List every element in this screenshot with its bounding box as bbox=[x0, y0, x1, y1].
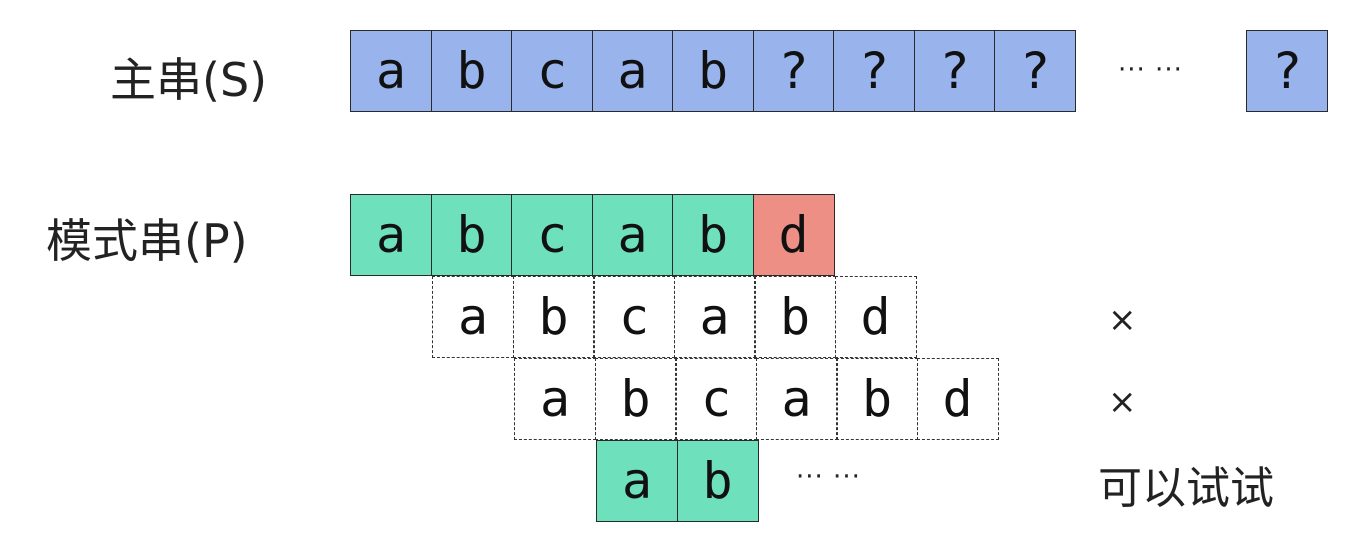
pattern-cell-matched: b bbox=[430, 194, 513, 276]
main-cell: b bbox=[672, 30, 754, 112]
main-cell: ? bbox=[752, 30, 835, 112]
shift-3-cell: b bbox=[676, 440, 759, 522]
shift-1-cell: a bbox=[432, 276, 514, 358]
shift-1-fail-mark: × bbox=[1108, 300, 1137, 340]
main-cell: a bbox=[350, 30, 432, 112]
shift-3-cell: a bbox=[596, 440, 678, 522]
shift-3-row: a b bbox=[596, 440, 759, 522]
main-string-row: a b c a b ? ? ? ? bbox=[350, 30, 1076, 112]
main-string-last: ? bbox=[1246, 30, 1328, 112]
shift-1-cell: a bbox=[673, 276, 756, 358]
main-cell: c bbox=[511, 30, 593, 112]
main-cell: ? bbox=[913, 30, 996, 112]
shift-1-cell: b bbox=[754, 276, 836, 358]
main-string-ellipsis: ··· ··· bbox=[1118, 55, 1183, 85]
shift-1-row: a b c a b d bbox=[432, 276, 917, 358]
main-string-label: 主串(S) bbox=[110, 53, 268, 107]
main-cell-last: ? bbox=[1246, 30, 1328, 112]
shift-1-cell: c bbox=[593, 276, 675, 358]
main-cell: ? bbox=[833, 30, 915, 112]
shift-2-cell: d bbox=[916, 358, 999, 440]
shift-1-cell: b bbox=[512, 276, 595, 358]
main-cell: b bbox=[430, 30, 513, 112]
main-cell: a bbox=[591, 30, 674, 112]
shift-3-ellipsis: ··· ··· bbox=[796, 462, 861, 492]
pattern-cell-matched: a bbox=[350, 194, 432, 276]
shift-2-fail-mark: × bbox=[1108, 382, 1137, 422]
shift-2-cell: a bbox=[514, 358, 596, 440]
shift-1-cell: d bbox=[834, 276, 917, 358]
pattern-cell-matched: b bbox=[672, 194, 754, 276]
pattern-string-row: a b c a b d bbox=[350, 194, 835, 276]
shift-3-note: 可以试试 bbox=[1098, 463, 1274, 514]
shift-2-cell: a bbox=[755, 358, 838, 440]
main-cell: ? bbox=[994, 30, 1076, 112]
pattern-string-label: 模式串(P) bbox=[46, 214, 248, 268]
pattern-cell-mismatch: d bbox=[752, 194, 835, 276]
shift-2-cell: b bbox=[836, 358, 918, 440]
shift-2-cell: b bbox=[594, 358, 677, 440]
shift-2-cell: c bbox=[675, 358, 757, 440]
pattern-cell-matched: c bbox=[511, 194, 593, 276]
shift-2-row: a b c a b d bbox=[514, 358, 999, 440]
pattern-cell-matched: a bbox=[591, 194, 674, 276]
